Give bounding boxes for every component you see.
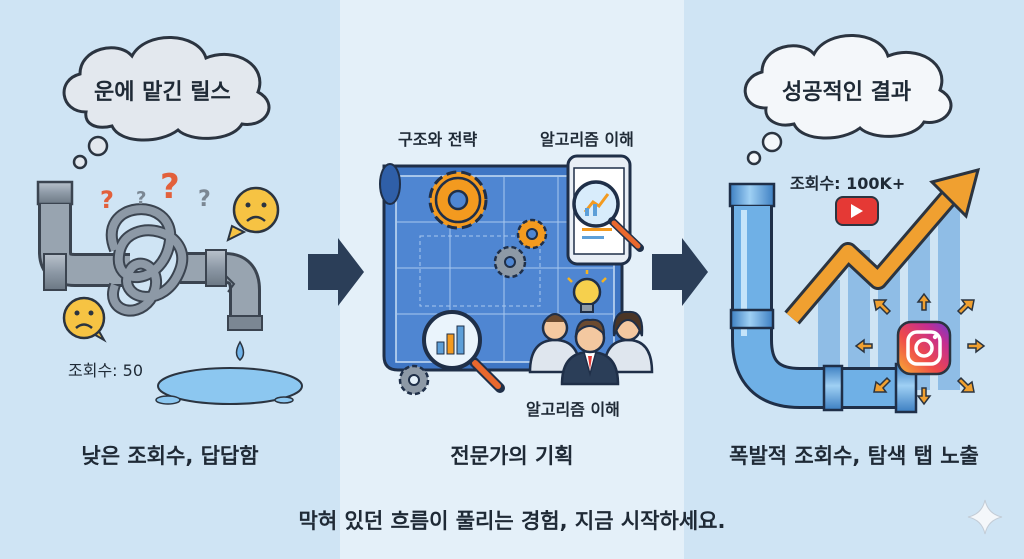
thought-cloud-right xyxy=(743,34,953,166)
svg-text:?: ? xyxy=(100,186,114,214)
question-marks: ? ? ? ? xyxy=(100,167,211,214)
views-right: 조회수: 100K+ xyxy=(790,174,906,193)
sad-face-icon-2 xyxy=(62,296,107,343)
thought-left-text: 운에 맡긴 릴스 xyxy=(94,80,231,105)
sad-face-icon xyxy=(226,186,280,242)
flowing-pipe xyxy=(728,182,918,414)
svg-text:?: ? xyxy=(136,188,146,209)
gear-icon xyxy=(428,170,488,230)
experts-group xyxy=(528,310,654,386)
smartphone-icon xyxy=(566,154,644,266)
clogged-pipe xyxy=(36,180,303,405)
svg-text:?: ? xyxy=(198,187,211,212)
label-algorithm-bottom: 알고리즘 이해 xyxy=(526,400,620,419)
arrow-right-icon-2 xyxy=(652,238,708,306)
arrow-right-icon xyxy=(308,238,364,306)
caption-left: 낮은 조회수, 답답함 xyxy=(81,444,259,468)
instagram-icon xyxy=(896,320,952,376)
sparkle-icon xyxy=(967,499,1003,535)
svg-text:?: ? xyxy=(160,167,180,207)
thought-right-text: 성공적인 결과 xyxy=(782,80,912,105)
label-structure: 구조와 전략 xyxy=(398,130,478,149)
lightbulb-icon xyxy=(567,270,607,313)
trend-up-arrow-icon xyxy=(784,167,981,325)
gear-icon-small xyxy=(398,218,548,396)
views-left: 조회수: 50 xyxy=(68,361,143,380)
label-algorithm-top: 알고리즘 이해 xyxy=(540,130,634,149)
magnifier-chart-icon xyxy=(422,310,505,393)
caption-middle: 전문가의 기획 xyxy=(450,444,574,468)
youtube-icon xyxy=(835,196,879,226)
footer-tagline: 막혀 있던 흐름이 풀리는 경험, 지금 시작하세요. xyxy=(298,509,726,533)
thought-cloud-left xyxy=(62,36,271,170)
caption-right: 폭발적 조회수, 탐색 탭 노출 xyxy=(729,444,979,468)
burst-arrows xyxy=(854,292,986,406)
